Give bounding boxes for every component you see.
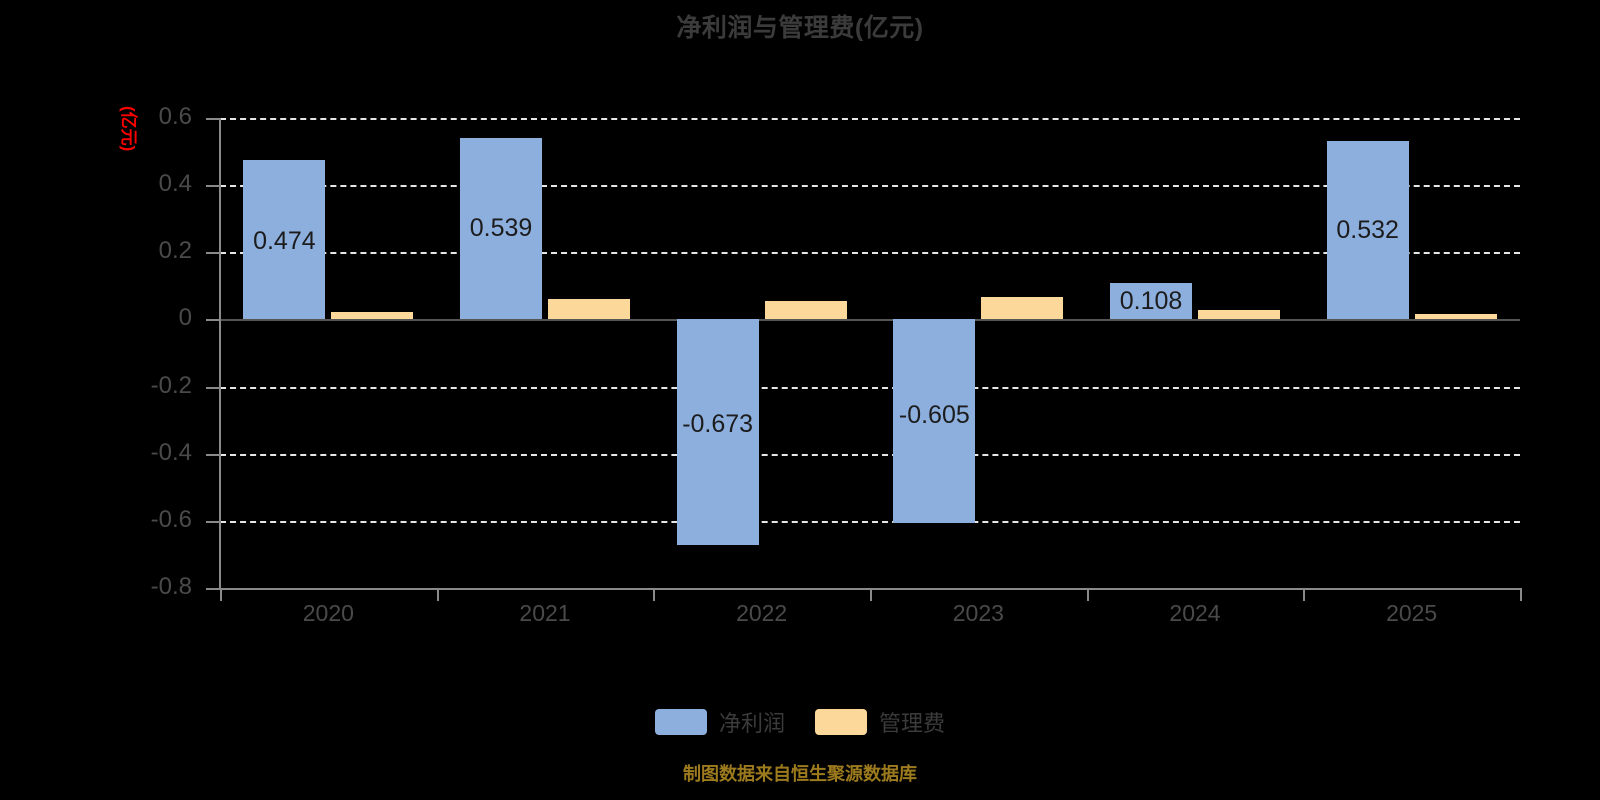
legend-item-admin-fee[interactable]: 管理费	[815, 706, 945, 738]
x-axis-tick-label: 2025	[1386, 600, 1438, 626]
gridline	[220, 185, 1520, 188]
y-axis-tick-label: -0.2	[150, 371, 192, 399]
legend-swatch-icon	[654, 709, 707, 735]
y-axis-tick	[206, 588, 219, 590]
bar-value-label: 0.532	[1336, 215, 1399, 244]
x-axis-tick-label: 2021	[519, 600, 571, 626]
bar-admin-fee[interactable]	[1198, 309, 1280, 320]
bar-value-label: 0.539	[469, 214, 533, 243]
x-axis-tick	[653, 588, 656, 601]
x-axis-tick-label: 2022	[736, 600, 788, 626]
y-axis-tick-label: 0.6	[158, 103, 192, 130]
bar-admin-fee[interactable]	[331, 311, 414, 320]
chart-legend: 净利润 管理费	[0, 706, 1600, 738]
x-axis-tick	[1086, 588, 1089, 601]
plot-area: 0.474 0.539 -0.673 -0.605 0.108 0.532	[220, 118, 1520, 590]
chart-title: 净利润与管理费(亿元)	[676, 14, 924, 42]
x-axis-tick-label: 2024	[1169, 600, 1221, 626]
bar-value-label: -0.605	[898, 400, 970, 429]
bar-value-label: -0.673	[682, 409, 754, 438]
bar-net-profit[interactable]	[676, 319, 759, 546]
x-axis-tick	[870, 588, 872, 601]
gridline	[220, 453, 1520, 456]
y-axis-tick	[206, 520, 219, 523]
y-axis-tick	[206, 185, 219, 188]
gridline	[220, 386, 1520, 389]
y-axis-tick-label: 0.4	[158, 170, 192, 198]
y-axis-tick	[206, 252, 219, 255]
bar-value-label: 0.474	[253, 227, 316, 256]
data-source-note: 制图数据来自恒生聚源数据库	[683, 764, 917, 784]
bar-net-profit[interactable]	[460, 138, 542, 320]
y-axis-tick-label: -0.8	[150, 573, 192, 600]
gridline	[220, 118, 1520, 120]
legend-label: 净利润	[718, 711, 785, 736]
zero-baseline	[220, 319, 1520, 322]
legend-swatch-icon	[815, 709, 867, 735]
bar-admin-fee[interactable]	[981, 296, 1064, 320]
y-axis-tick	[206, 386, 219, 389]
y-axis-line	[219, 118, 221, 588]
x-axis-tick	[220, 588, 222, 601]
y-axis-tick-label: -0.6	[150, 505, 192, 533]
x-axis-tick	[436, 588, 439, 601]
x-axis-tick-label: 2023	[952, 600, 1004, 626]
legend-label: 管理费	[879, 711, 946, 736]
y-axis-tick	[206, 319, 219, 322]
bar-admin-fee[interactable]	[1414, 313, 1497, 320]
bar-net-profit[interactable]	[893, 319, 976, 523]
y-axis-tick-label: 0.2	[158, 237, 192, 265]
x-axis-tick	[1303, 588, 1306, 601]
bar-net-profit[interactable]	[1326, 140, 1409, 320]
y-axis-tick-label: -0.4	[150, 438, 192, 466]
bar-net-profit[interactable]	[243, 160, 326, 320]
x-axis-tick-label: 2020	[302, 600, 354, 626]
legend-item-net-profit[interactable]: 净利润	[654, 706, 785, 738]
bar-net-profit[interactable]	[1110, 283, 1192, 320]
y-axis-tick	[206, 453, 219, 456]
bar-admin-fee[interactable]	[548, 298, 630, 320]
x-axis-line	[219, 588, 1520, 590]
y-axis-tick-label: 0	[178, 304, 192, 332]
gridline	[220, 252, 1520, 255]
bar-value-label: 0.108	[1119, 287, 1183, 316]
bar-admin-fee[interactable]	[764, 300, 847, 320]
y-axis-tick	[206, 118, 219, 120]
gridline	[220, 520, 1520, 523]
x-axis-tick	[1520, 588, 1522, 601]
